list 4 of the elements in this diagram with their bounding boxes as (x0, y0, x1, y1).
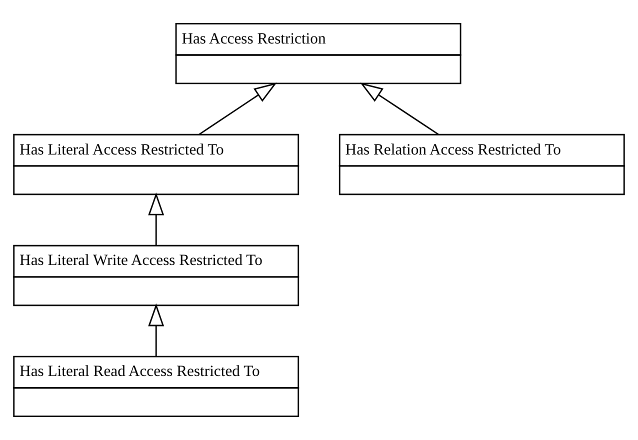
arrow (148, 303, 164, 356)
arrow (148, 192, 164, 246)
arrow (198, 82, 277, 135)
arrow (360, 82, 439, 135)
